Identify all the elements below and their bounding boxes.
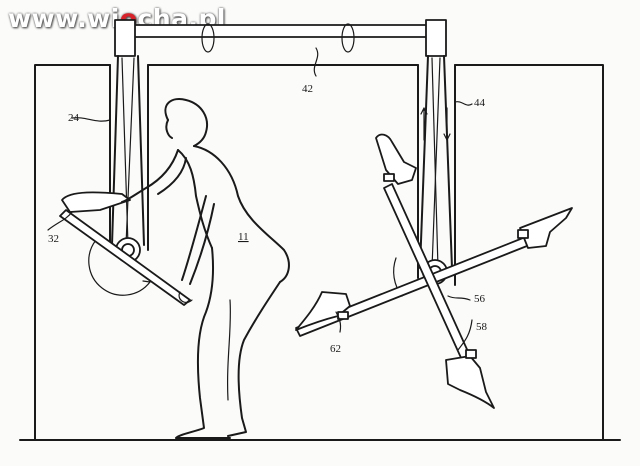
label-11: 11: [238, 231, 249, 243]
label-58: 58: [476, 321, 488, 333]
person-figure: [121, 98, 290, 439]
label-24: 24: [68, 112, 80, 124]
rotating-foot-cross: [295, 133, 573, 409]
label-42: 42: [302, 83, 313, 95]
label-62: 62: [330, 343, 341, 355]
top-crossbar: [114, 19, 447, 77]
leader-lines: [335, 295, 473, 351]
label-56: 56: [474, 293, 486, 305]
left-drive-arm: [71, 55, 151, 296]
left-paddle: [47, 191, 193, 306]
label-32: 32: [48, 233, 59, 245]
label-44: 44: [474, 97, 486, 109]
